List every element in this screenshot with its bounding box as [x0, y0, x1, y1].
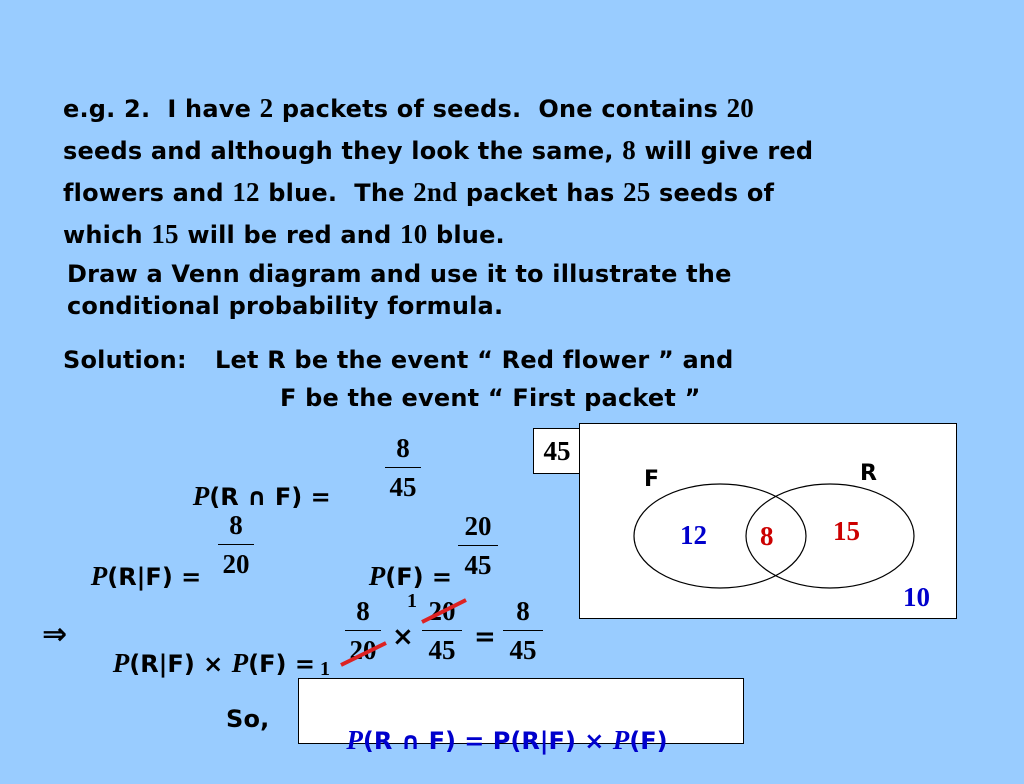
- cancel-result-top: 1: [407, 590, 417, 612]
- problem-text-segment: flowers and: [63, 179, 233, 207]
- problem-number: 10: [400, 219, 428, 249]
- problem-line: seeds and although they look the same, 8…: [63, 130, 963, 172]
- fraction-8-20: 8 20: [218, 510, 254, 579]
- solution-label: Solution:: [63, 346, 187, 374]
- problem-line: flowers and 12 blue. The 2nd packet has …: [63, 172, 963, 214]
- problem-line: which 15 will be red and 10 blue.: [63, 214, 963, 256]
- venn-circles: [633, 483, 915, 589]
- so-label: So,: [226, 705, 270, 733]
- problem-line: e.g. 2. I have 2 packets of seeds. One c…: [63, 88, 963, 130]
- venn-total: 45: [543, 436, 571, 466]
- fraction-20-45-cancel: 20 45: [422, 596, 462, 665]
- fraction-8-45: 8 45: [385, 433, 421, 502]
- problem-number: 20: [726, 93, 754, 123]
- circle-F: [633, 483, 807, 589]
- venn-intersection: 8: [760, 521, 774, 551]
- formula-product: P(R|F) × P(F) =: [112, 648, 315, 678]
- task-line-2: conditional probability formula.: [67, 292, 504, 320]
- formula-p-r-and-f: P(R ∩ F) =: [192, 481, 331, 511]
- problem-number: 8: [622, 135, 636, 165]
- problem-text-segment: will give red: [635, 137, 814, 165]
- problem-text-segment: will be red and: [178, 221, 401, 249]
- problem-number: 2nd: [413, 177, 458, 207]
- solution-line-2: F be the event “ First packet ”: [280, 384, 701, 412]
- venn-only-R: 15: [833, 516, 860, 546]
- times-sign: ×: [392, 622, 414, 652]
- problem-text-segment: blue.: [427, 221, 505, 249]
- problem-text-segment: seeds of: [650, 179, 775, 207]
- formula-p-f: P(F) =: [368, 561, 453, 591]
- fraction-8-20-cancel: 8 20: [345, 596, 381, 665]
- fraction-8-45-result: 8 45: [503, 596, 543, 665]
- conclusion-box: P(R ∩ F) = P(R|F) × P(F): [298, 678, 744, 755]
- venn-label-F: F: [644, 467, 660, 492]
- venn-only-F: 12: [680, 520, 707, 550]
- equals-sign: =: [474, 622, 496, 652]
- task-line-1: Draw a Venn diagram and use it to illust…: [67, 260, 732, 288]
- venn-total-box: 45: [533, 428, 581, 474]
- problem-number: 15: [151, 219, 179, 249]
- problem-number: 25: [623, 177, 651, 207]
- formula-p-r-given-f: P(R|F) =: [90, 561, 202, 591]
- venn-diagram: F R 12 8 15 10: [579, 423, 957, 619]
- problem-text: e.g. 2. I have 2 packets of seeds. One c…: [63, 88, 963, 324]
- cancel-result-bottom: 1: [320, 658, 330, 680]
- circle-R: [745, 483, 915, 589]
- fraction-20-45: 20 45: [458, 511, 498, 580]
- venn-label-R: R: [860, 461, 877, 486]
- problem-text-segment: packets of seeds. One contains: [273, 95, 727, 123]
- problem-text-segment: seeds and although they look the same,: [63, 137, 623, 165]
- implies-arrow: ⇒: [42, 617, 68, 652]
- problem-text-segment: packet has: [457, 179, 624, 207]
- problem-text-segment: blue. The: [259, 179, 414, 207]
- conclusion-formula: P(R ∩ F) = P(R|F) × P(F): [346, 725, 668, 755]
- problem-text-segment: which: [63, 221, 152, 249]
- solution-line-1: Let R be the event “ Red flower ” and: [215, 346, 734, 374]
- problem-text-segment: e.g. 2. I have: [63, 95, 260, 123]
- venn-neither: 10: [903, 582, 930, 612]
- problem-number: 2: [259, 93, 274, 123]
- problem-number: 12: [232, 177, 260, 207]
